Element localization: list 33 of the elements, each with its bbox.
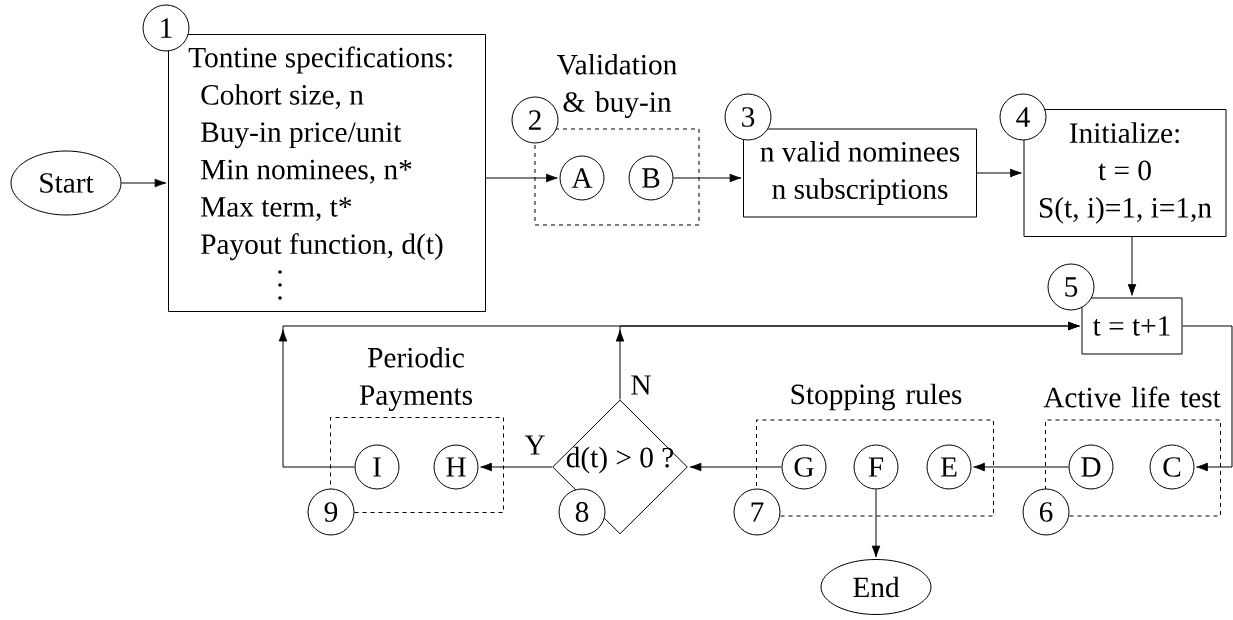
group-title: Stopping rules (791, 383, 962, 411)
group-title: Validation & buy-in (557, 54, 677, 118)
arrow (976, 168, 1022, 178)
node-label: Payout function, d(t) (201, 233, 443, 261)
edge-label: N (629, 374, 653, 396)
arrow (1182, 325, 1233, 472)
group-title: Active life test (1043, 386, 1221, 408)
step-number: 9 (307, 488, 355, 536)
edge-label: Y (523, 434, 547, 456)
process-box: t = t+1 (1081, 297, 1183, 355)
group-title: Periodic Payments (359, 347, 472, 411)
arrow (673, 173, 742, 183)
arrow (485, 173, 558, 183)
arrow (973, 462, 1069, 472)
node-label: Tontine specifications: (188, 46, 452, 74)
step-number: 7 (733, 488, 781, 536)
node-label: Cohort size, n (201, 84, 364, 109)
node-label: Min nominees, n* (201, 159, 412, 184)
arrow (1127, 236, 1137, 296)
arrow (121, 178, 167, 188)
step-number: 8 (558, 488, 606, 536)
node-label: Max term, t* (201, 197, 352, 221)
step-number: 5 (1047, 263, 1095, 311)
arrow (689, 462, 782, 472)
step-number: 4 (999, 93, 1047, 141)
step-number: 3 (724, 93, 772, 141)
arrow (871, 489, 881, 558)
process-box: n valid nominees n subscriptions (743, 128, 977, 218)
arrow (278, 321, 1080, 468)
node-label: Buy-in price/unit (201, 122, 402, 149)
arrow (480, 462, 553, 472)
step-number: 6 (1022, 488, 1070, 536)
step-number: 2 (511, 96, 559, 144)
